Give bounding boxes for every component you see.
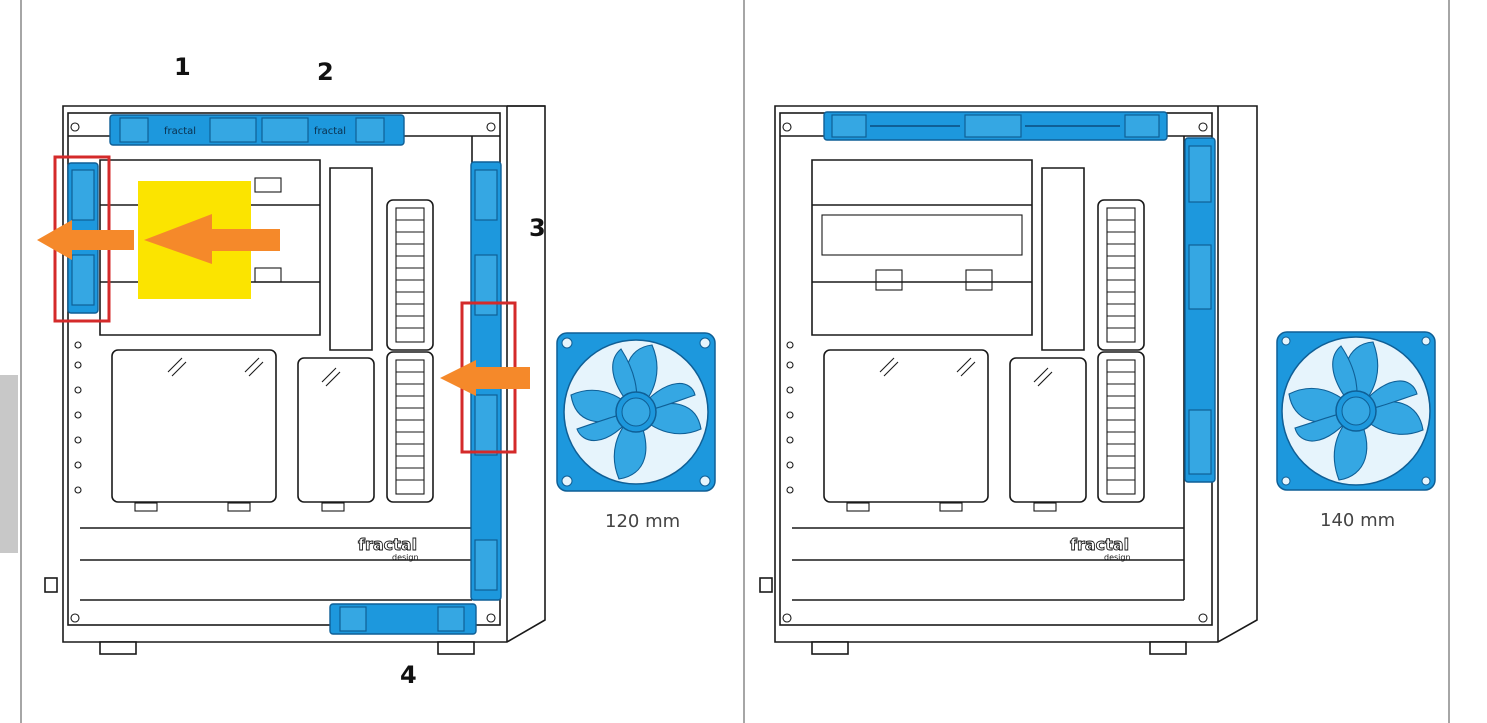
vent-grille-upper [386,199,434,351]
fan-icon [1276,331,1436,491]
center-panel-divider [743,0,745,723]
vent-grille-upper [1097,199,1145,351]
side-tab [0,375,18,553]
fan-icon [556,332,716,492]
top-fan-mount-140 [823,111,1168,141]
brand-logo: fractal [1070,535,1129,554]
bottom-fan-mount-120 [329,603,477,635]
brand-logo-sub: design [392,553,419,562]
top-fan-mount-120: fractal fractal [109,114,405,146]
position-label-3: 3 [529,214,546,242]
front-io-ports [759,341,794,593]
left-panel-divider [20,0,22,723]
arrow-left-icon [144,214,280,264]
vent-grille-lower [386,351,434,503]
right-panel-divider [1448,0,1450,723]
arrow-left-icon [37,220,134,260]
vent-grille-lower [1097,351,1145,503]
case-120mm: fractal design fractal fractal [37,105,716,655]
case-140mm: fractal design [759,105,1436,655]
top-fan-logo-1: fractal [164,126,196,137]
fan-size-label-140: 140 mm [1320,510,1395,531]
front-io-ports [44,341,82,593]
arrow-left-icon [440,360,530,396]
front-fan-mount-140 [1184,137,1216,483]
top-fan-logo-2: fractal [314,126,346,137]
position-label-4: 4 [400,661,417,689]
position-label-2: 2 [317,58,334,86]
brand-logo: fractal [358,535,417,554]
position-label-1: 1 [174,53,191,81]
fan-size-label-120: 120 mm [605,511,680,532]
brand-logo-sub: design [1104,553,1131,562]
